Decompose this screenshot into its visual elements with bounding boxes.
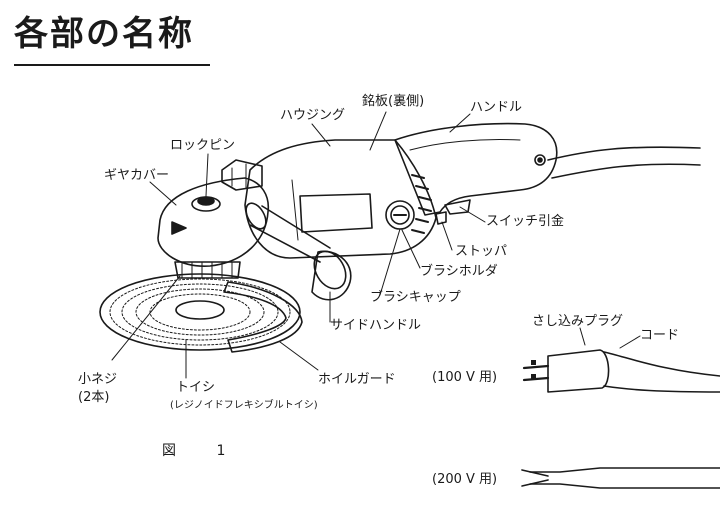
- label-200v: (200 V 用): [432, 472, 498, 487]
- wheel-guard: [223, 281, 303, 353]
- vent-slots: [411, 174, 432, 234]
- label-switch-lever: スイッチ引金: [486, 214, 565, 229]
- label-brush-holder: ブラシホルダ: [420, 264, 498, 279]
- label-100v: (100 V 用): [432, 370, 498, 385]
- side-handle: [245, 202, 352, 301]
- label-gear-cover: ギヤカバー: [104, 168, 170, 183]
- spindle-collar: [174, 261, 241, 279]
- label-side-handle: サイドハンドル: [330, 318, 422, 333]
- label-lock-pin: ロックピン: [170, 138, 236, 153]
- switch-lever: [444, 199, 471, 215]
- handle: [394, 122, 558, 216]
- gear-fins: [221, 159, 263, 191]
- label-nameplate: 銘板(裏側): [362, 94, 425, 109]
- label-wheel: トイシ: [176, 380, 216, 395]
- handle-screw: [534, 154, 546, 166]
- leader-lines: [111, 111, 641, 379]
- label-handle: ハンドル: [470, 100, 523, 115]
- figure-caption: 図 1: [162, 443, 244, 459]
- label-cord: コード: [640, 328, 680, 343]
- label-housing: ハウジング: [280, 108, 346, 123]
- label-plug: さし込みプラグ: [532, 314, 624, 329]
- label-small-screw: 小ネジ: [78, 372, 118, 387]
- housing: [244, 139, 437, 259]
- nameplate: [299, 193, 373, 233]
- cord-200v: [521, 467, 720, 489]
- label-brush-cap: ブラシキャップ: [370, 290, 461, 305]
- power-cord: [547, 146, 701, 179]
- label-wheel-note: (レジノイドフレキシブルトイシ): [170, 400, 318, 411]
- grinding-wheel: [99, 273, 301, 351]
- lock-pin: [191, 196, 221, 212]
- title-underline: [14, 64, 210, 66]
- label-small-screw-count: (2本): [78, 390, 110, 405]
- brush-cap: [385, 200, 415, 230]
- stopper: [435, 211, 447, 225]
- label-wheel-guard: ホイルガード: [318, 372, 396, 387]
- page-title: 各部の名称: [14, 14, 194, 54]
- plug-100v: [522, 349, 720, 393]
- gear-cover: [157, 177, 270, 267]
- label-stopper: ストッパ: [455, 244, 508, 259]
